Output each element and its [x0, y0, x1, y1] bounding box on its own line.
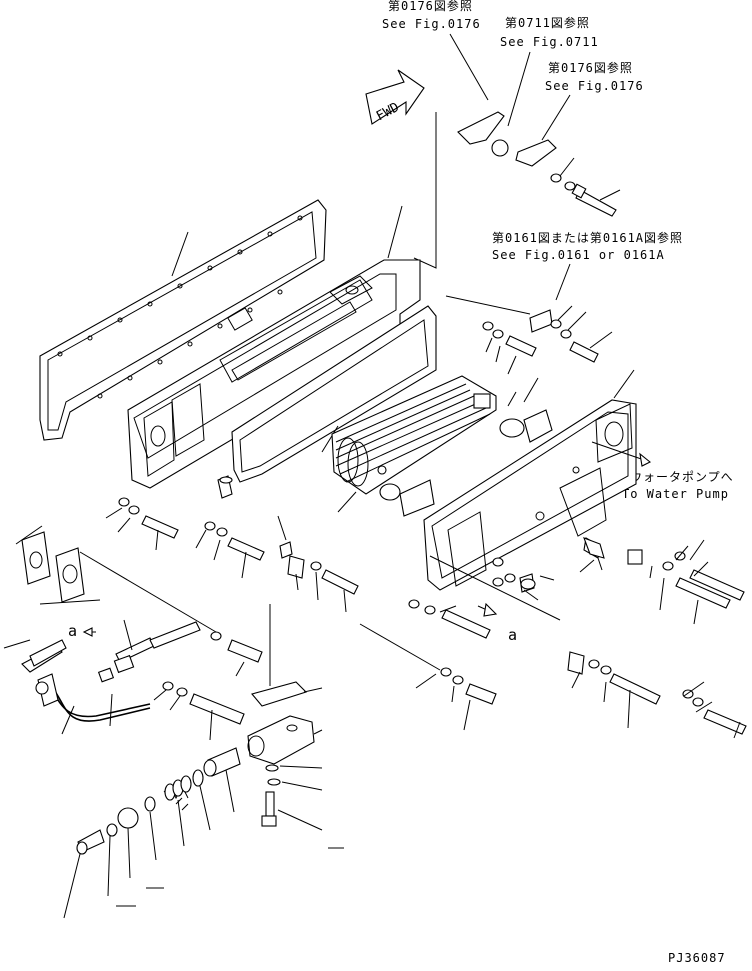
- gasket-inner: [231, 305, 437, 483]
- water-pump-arrow: [477, 441, 652, 617]
- gasket-holes: [57, 215, 303, 399]
- note-fig0176-top-jp: 第0176図参照: [388, 0, 473, 13]
- note-fig0711-jp: 第0711図参照: [505, 15, 590, 30]
- oil-cooler-case: [127, 205, 421, 489]
- valve-assembly: [203, 681, 344, 849]
- gasket-large: [39, 199, 327, 441]
- tube-assembly: [3, 619, 201, 735]
- bolts-left: [105, 497, 359, 613]
- sensor-part: [492, 537, 605, 590]
- note-fig0711-en: See Fig.0711: [500, 35, 599, 49]
- note-fig0176-right-jp: 第0176図参照: [548, 60, 633, 75]
- drawing-id: PJ36087: [668, 951, 726, 965]
- leaders-right: [415, 539, 741, 739]
- drain-plug: [217, 475, 233, 499]
- bolts-lower-left: [153, 631, 263, 741]
- callout-a-left: a: [68, 622, 77, 640]
- callout-a-left-arrow: [82, 627, 96, 637]
- oil-cooler-element: [331, 375, 497, 513]
- note-fig0176-top-en: See Fig.0176: [382, 17, 481, 31]
- relief-valve-parts: [63, 769, 235, 919]
- bolt-set-upper-right: [550, 157, 621, 217]
- bracket-fig0161: [482, 305, 613, 375]
- element-gaskets: [379, 377, 553, 517]
- callout-a-right: a: [508, 626, 517, 644]
- long-leaders: [79, 295, 561, 686]
- note-fig0161-jp: 第0161図または第0161A図参照: [492, 230, 683, 245]
- bracket-top: [457, 111, 557, 167]
- note-leaders: [413, 33, 571, 301]
- note-fig0176-right-en: See Fig.0176: [545, 79, 644, 93]
- note-water-pump-en: To Water Pump: [622, 487, 729, 501]
- fwd-arrow: FWD: [365, 69, 425, 125]
- small-gaskets-left: [15, 525, 101, 605]
- note-fig0161-en: See Fig.0161 or 0161A: [492, 248, 665, 262]
- bracket-bottom-right: [440, 651, 747, 735]
- note-water-pump-jp: ウォータポンプへ: [630, 470, 734, 484]
